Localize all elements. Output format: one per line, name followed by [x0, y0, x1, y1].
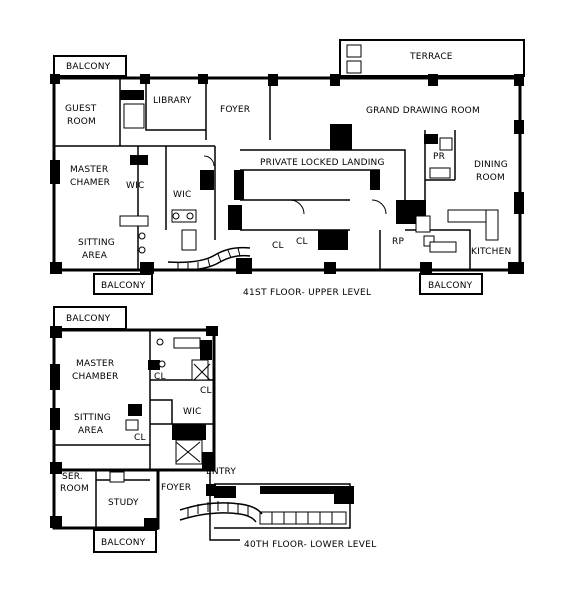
label-wic-right: WIC [173, 190, 191, 200]
label-entry: ENTRY [206, 467, 236, 477]
upper-level-plan [50, 39, 525, 295]
caption-upper-level: 41ST FLOOR- UPPER LEVEL [243, 288, 371, 298]
label-cl-c: CL [134, 433, 146, 443]
caption-lower-level: 40TH FLOOR- LOWER LEVEL [244, 540, 377, 550]
label-wic-lower: WIC [183, 407, 201, 417]
label-balcony-bottom-lower: BALCONY [101, 538, 146, 548]
label-balcony-top-lower: BALCONY [66, 314, 111, 324]
label-foyer-upper: FOYER [220, 105, 250, 115]
label-library: LIBRARY [153, 96, 192, 106]
label-cl-b: CL [200, 386, 212, 396]
label-kitchen: KITCHEN [471, 247, 511, 257]
label-study: STUDY [108, 498, 139, 508]
label-balcony-top-upper: BALCONY [66, 62, 111, 72]
label-balcony-bottom-right: BALCONY [428, 281, 473, 291]
label-cl-2: CL [296, 237, 308, 247]
label-grand-drawing-room: GRAND DRAWING ROOM [366, 106, 480, 116]
lower-level-plan [50, 306, 354, 553]
label-cl-a: CL [154, 372, 166, 382]
label-private-landing: PRIVATE LOCKED LANDING [260, 158, 385, 168]
label-balcony-bottom-left: BALCONY [101, 281, 146, 291]
label-pr: PR [433, 152, 445, 162]
label-rp: RP [392, 237, 404, 247]
label-wic-left: WIC [126, 181, 144, 191]
label-terrace: TERRACE [409, 52, 453, 62]
label-ser-room: SER.ROOM [60, 472, 89, 494]
label-cl-1: CL [272, 241, 284, 251]
label-foyer-lower: FOYER [161, 483, 191, 493]
